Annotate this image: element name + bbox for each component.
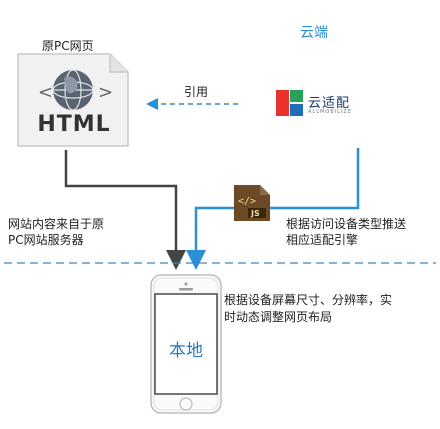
js-text: JS bbox=[250, 209, 260, 218]
content-source-arrow bbox=[64, 150, 186, 270]
globe-icon bbox=[52, 69, 94, 111]
logo-subtext: ALLMOBILIZE bbox=[308, 109, 352, 115]
original-pc-page-label: 原PC网页 bbox=[42, 39, 94, 53]
svg-text:<: < bbox=[38, 82, 53, 103]
local-label: 本地 bbox=[169, 341, 203, 361]
dynamic-layout-label-line1: 根据设备屏幕尺寸、分辨率，实 bbox=[224, 293, 393, 307]
site-content-label-line1: 网站内容来自于原 bbox=[8, 217, 105, 231]
dynamic-layout-label-line2: 时动态调整网页布局 bbox=[224, 310, 333, 324]
html-file-icon: < > HTML bbox=[14, 52, 132, 150]
logo-text: 云适配 bbox=[308, 96, 351, 111]
js-glyph: </> bbox=[238, 196, 256, 207]
svg-text:>: > bbox=[98, 82, 113, 103]
html-text: HTML bbox=[37, 112, 111, 137]
engine-push-label-line1: 根据访问设备类型推送 bbox=[286, 217, 407, 231]
quote-label: 引用 bbox=[184, 85, 209, 99]
engine-push-label-line2: 相应适配引擎 bbox=[286, 233, 359, 247]
js-file-icon: </> JS bbox=[232, 183, 272, 223]
smartphone-icon: 本地 bbox=[150, 274, 222, 414]
cloud-title: 云端 bbox=[300, 25, 328, 41]
allmobilize-logo: 云适配 ALLMOBILIZE bbox=[274, 87, 360, 121]
engine-push-arrow bbox=[186, 148, 360, 270]
site-content-label-line2: PC网站服务器 bbox=[8, 233, 84, 247]
